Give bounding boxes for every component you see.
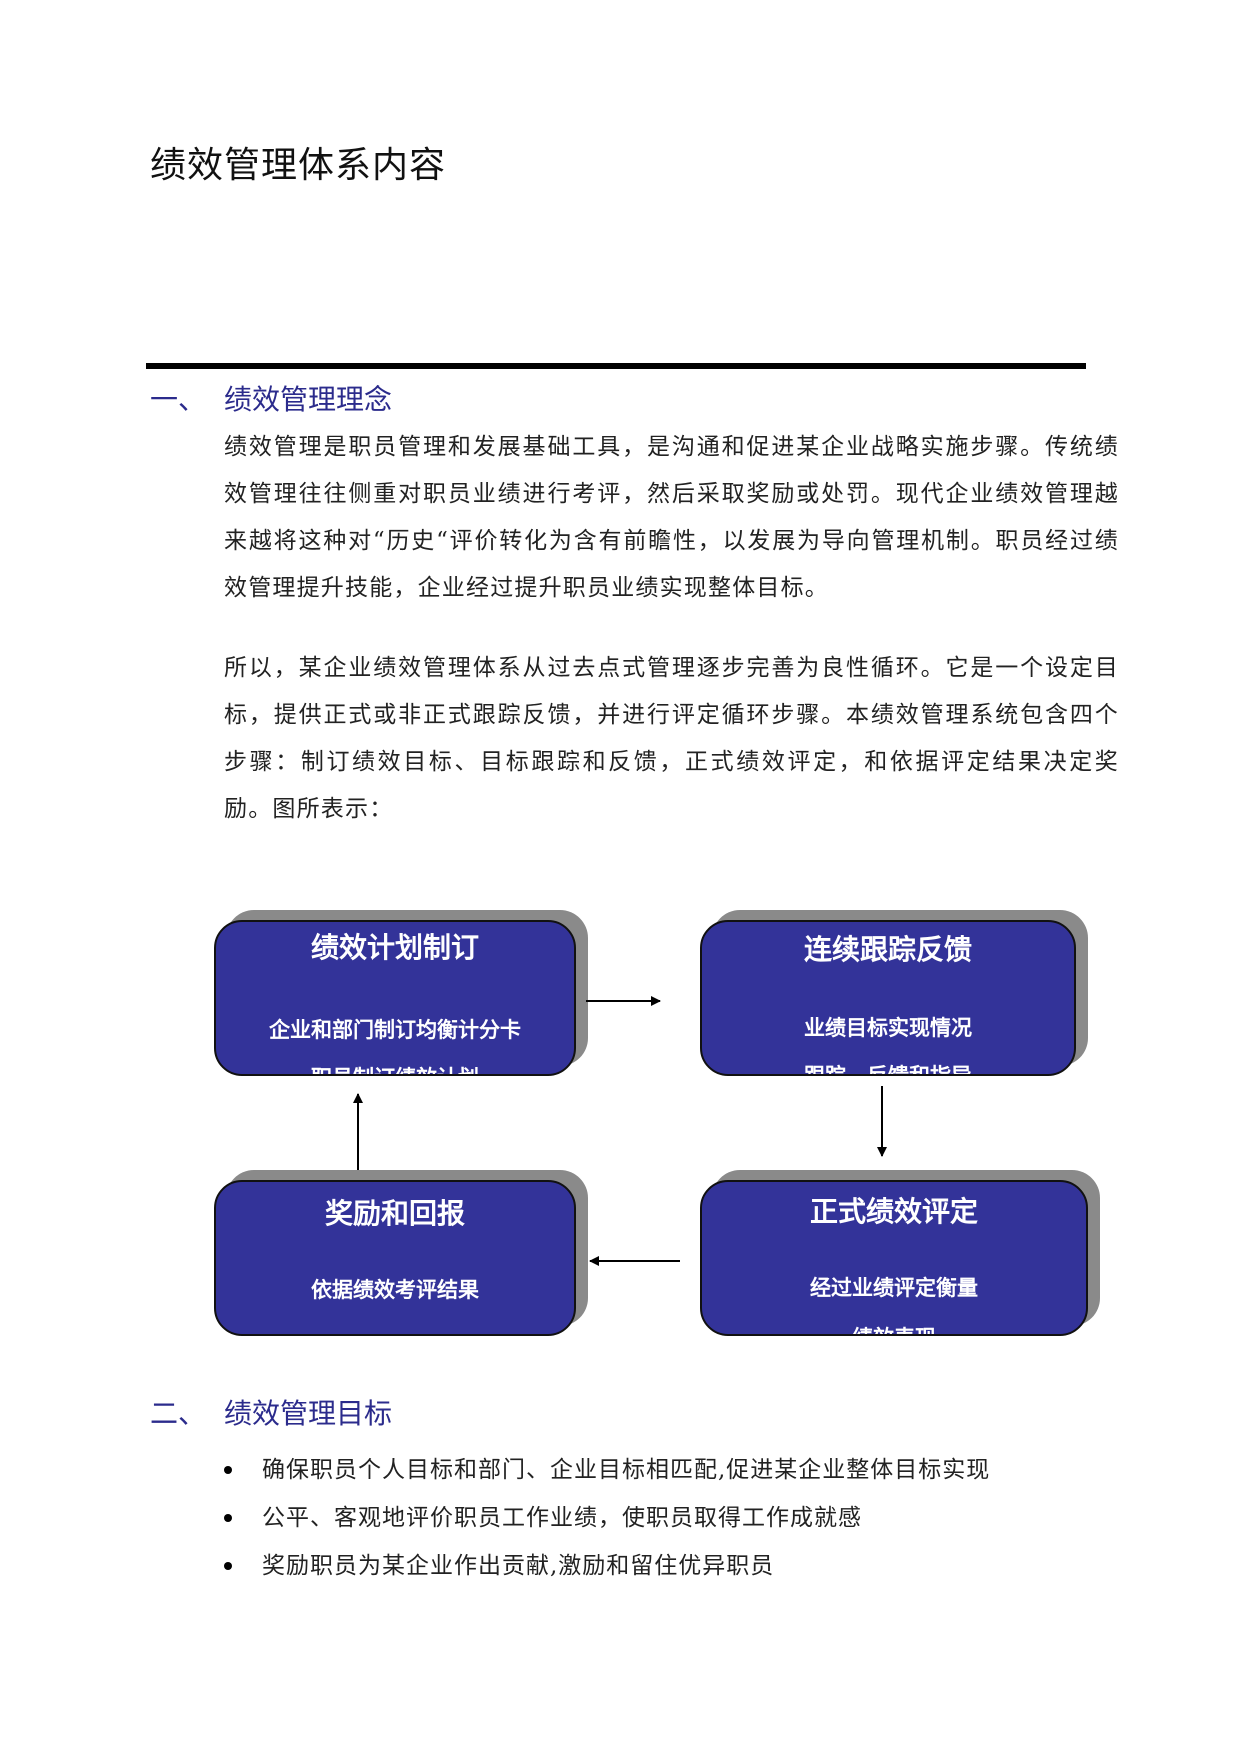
- section-title: 绩效管理理念: [224, 383, 393, 416]
- list-item-text: 奖励职员为某企业作出贡献,激励和留住优异职员: [262, 1553, 775, 1579]
- box-text-line: 业绩目标实现情况: [804, 1016, 972, 1040]
- box-text-line: 绩效表现: [702, 1322, 1086, 1334]
- bullet-icon: [224, 1562, 232, 1570]
- cycle-box-evaluation: 正式绩效评定 经过业绩评定衡量 绩效表现: [700, 1170, 1100, 1336]
- bullet-icon: [224, 1466, 232, 1474]
- box-title: 连续跟踪反馈: [803, 933, 972, 966]
- bullet-icon: [224, 1514, 232, 1522]
- section-title: 绩效管理目标: [224, 1397, 393, 1430]
- box-title: 绩效计划制订: [310, 931, 479, 964]
- paragraph-cycle: 所以，某企业绩效管理体系从过去点式管理逐步完善为良性循环。它是一个设定目标，提供…: [224, 655, 1119, 822]
- section-number: 二、: [150, 1397, 207, 1430]
- list-item: 公平、客观地评价职员工作业绩，使职员取得工作成就感: [224, 1494, 990, 1542]
- box-body: 奖励和回报 依据绩效考评结果: [214, 1180, 576, 1336]
- box-text-line: 跟踪，反馈和指导: [804, 1064, 972, 1076]
- list-item-text: 确保职员个人目标和部门、企业目标相匹配,促进某企业整体目标实现: [262, 1457, 991, 1483]
- box-text-line: 职员制订绩效计划: [216, 1062, 574, 1074]
- cycle-box-planning: 绩效计划制订 企业和部门制订均衡计分卡 职员制订绩效计划: [214, 910, 588, 1076]
- list-item-text: 公平、客观地评价职员工作业绩，使职员取得工作成就感: [262, 1505, 862, 1531]
- cycle-box-tracking: 连续跟踪反馈 业绩目标实现情况 跟踪，反馈和指导: [700, 910, 1088, 1076]
- box-body: 正式绩效评定 经过业绩评定衡量 绩效表现: [700, 1180, 1088, 1336]
- goals-list: 确保职员个人目标和部门、企业目标相匹配,促进某企业整体目标实现 公平、客观地评价…: [224, 1446, 990, 1590]
- box-text-line: 经过业绩评定衡量: [810, 1276, 978, 1300]
- box-text-line: 依据绩效考评结果: [311, 1278, 479, 1302]
- list-item: 确保职员个人目标和部门、企业目标相匹配,促进某企业整体目标实现: [224, 1446, 990, 1494]
- section-heading-goals: 二、 绩效管理目标: [150, 1392, 750, 1432]
- cycle-box-reward: 奖励和回报 依据绩效考评结果: [214, 1170, 588, 1336]
- box-body: 连续跟踪反馈 业绩目标实现情况 跟踪，反馈和指导: [700, 920, 1076, 1076]
- section-heading-philosophy: 一、 绩效管理理念: [150, 378, 750, 418]
- page-title: 绩效管理体系内容: [150, 145, 447, 186]
- section-divider: [146, 363, 1086, 369]
- section-number: 一、: [150, 383, 207, 416]
- box-title: 正式绩效评定: [809, 1195, 978, 1228]
- list-item: 奖励职员为某企业作出贡献,激励和留住优异职员: [224, 1542, 990, 1590]
- box-title: 奖励和回报: [324, 1197, 465, 1230]
- paragraph-philosophy: 绩效管理是职员管理和发展基础工具，是沟通和促进某企业战略实施步骤。传统绩效管理往…: [224, 434, 1119, 601]
- box-body: 绩效计划制订 企业和部门制订均衡计分卡 职员制订绩效计划: [214, 920, 576, 1076]
- box-text-line: 企业和部门制订均衡计分卡: [269, 1018, 521, 1042]
